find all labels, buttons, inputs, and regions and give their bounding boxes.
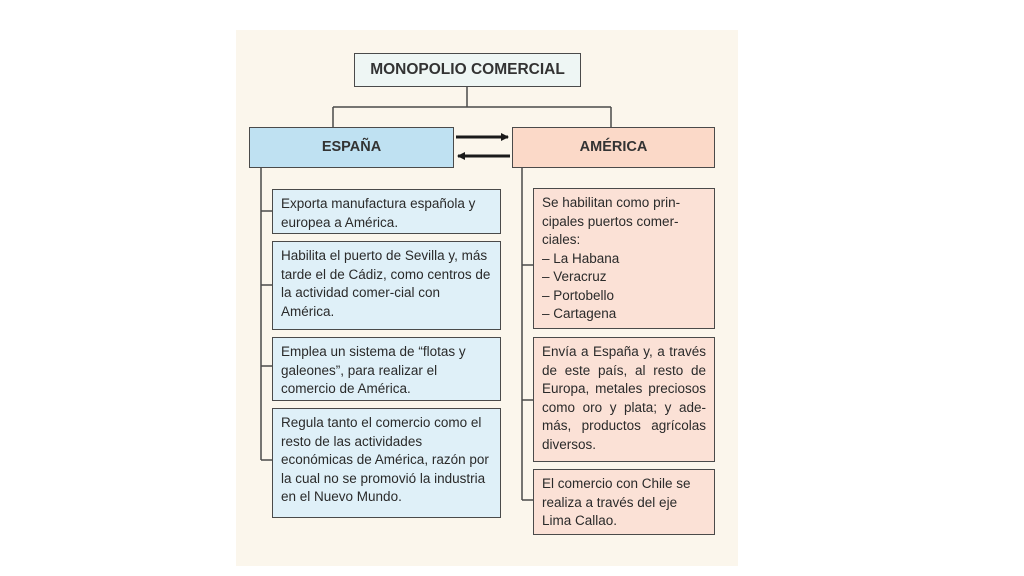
spain-item-ports: Habilita el puerto de Sevilla y, más tar… [272,241,501,330]
america-header: AMÉRICA [512,127,715,168]
spain-header: ESPAÑA [249,127,454,168]
america-item-exports: Envía a España y, a través de este país,… [533,337,715,462]
spain-item-fleets: Emplea un sistema de “flotas y galeones”… [272,337,501,401]
spain-item-regulation: Regula tanto el comercio como el resto d… [272,408,501,518]
spain-item-exports: Exporta manufactura española y europea a… [272,189,501,234]
america-item-chile: El comercio con Chile se realiza a travé… [533,469,715,535]
diagram-title: MONOPOLIO COMERCIAL [354,53,581,87]
america-item-ports: Se habilitan como prin-cipales puertos c… [533,188,715,329]
